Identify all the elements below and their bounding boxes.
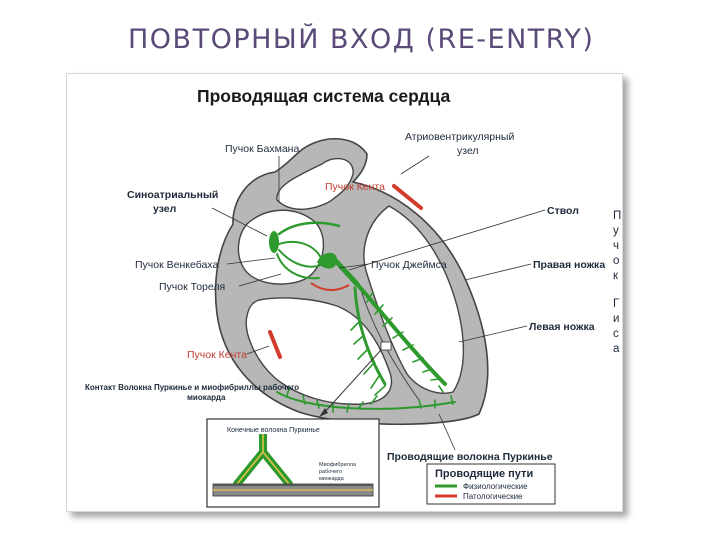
his-letter-0: П	[613, 210, 621, 222]
inset-label-endings: Конечные волокна Пуркинье	[227, 427, 320, 434]
his-letter-4: к	[613, 270, 619, 282]
diagram-title: Проводящая система сердца	[197, 86, 450, 106]
label-purkinje: Проводящие волокна Пуркинье	[387, 451, 553, 463]
his-letter-6: Г	[613, 298, 620, 310]
label-bachmann: Пучок Бахмана	[225, 143, 299, 155]
pathways-legend: Проводящие пути Физиологические Патологи…	[426, 463, 556, 505]
legend-title: Проводящие пути	[435, 468, 533, 480]
conduction-pathways	[269, 221, 456, 413]
heart-conduction-diagram: Проводящая система сердца	[85, 86, 621, 508]
label-left-leg: Левая ножка	[529, 321, 595, 333]
label-contact-2: миокарда	[187, 393, 226, 402]
contact-marker	[380, 341, 392, 351]
left-atrium-cavity	[276, 157, 354, 210]
sa-node	[269, 231, 279, 253]
purkinje-network-lower	[276, 391, 456, 410]
his-bundle-vertical-label: П у ч о к Г и с а	[613, 210, 621, 355]
label-kent-bottom: Пучок Кента	[187, 349, 247, 361]
left-bundle-branch	[355, 282, 447, 386]
label-contact-1: Контакт Волокна Пуркинье и миофибриллы р…	[85, 383, 299, 392]
his-letter-8: с	[613, 328, 619, 340]
label-james: Пучок Джеймса	[371, 259, 447, 271]
inset-note-3: миокарда	[319, 476, 345, 482]
kent-bundle-bottom	[268, 330, 282, 359]
slide-title: ПОВТОРНЫЙ ВХОД (RE-ENTRY)	[128, 24, 595, 55]
his-letter-9: а	[613, 343, 620, 355]
label-wenckebach: Пучок Венкебаха	[135, 259, 218, 271]
james-bundle-red	[310, 282, 350, 291]
left-ventricle-cavity	[363, 205, 465, 394]
right-bundle-branch	[353, 286, 387, 386]
bachmann-bundle	[277, 221, 341, 236]
label-thorel: Пучок Тореля	[159, 281, 225, 293]
his-bundle-stem	[332, 257, 360, 287]
inset-fiber-core	[236, 434, 290, 485]
legend-item-physiological: Физиологические	[463, 482, 528, 491]
his-letter-2: ч	[613, 240, 619, 252]
legend-box	[426, 463, 556, 505]
kent-bundle-top	[392, 184, 423, 210]
diagram-labels: Пучок Бахмана Атриовентрикулярный узел С…	[85, 131, 605, 463]
his-letter-3: о	[613, 255, 619, 267]
label-sa-node-2: узел	[153, 203, 176, 215]
inset-note-2: рабочего	[319, 469, 342, 475]
av-node	[317, 252, 337, 269]
label-stem: Ствол	[547, 205, 579, 217]
label-sa-node-1: Синоатриальный	[127, 189, 218, 201]
internodal-paths	[276, 240, 324, 280]
label-right-leg: Правая ножка	[533, 259, 605, 271]
his-letter-1: у	[613, 225, 619, 237]
right-ventricle-cavity	[245, 297, 393, 405]
legend-item-pathological: Патологические	[463, 492, 523, 501]
label-kent-top: Пучок Кента	[325, 181, 385, 193]
inset-note-1: Миофибрилла	[319, 462, 357, 468]
pathological-pathways	[268, 184, 423, 359]
purkinje-contact-inset: Конечные волокна Пуркинье Миофибрилла ра…	[206, 418, 380, 508]
label-av-node-2: узел	[457, 145, 479, 157]
diagram-panel: Проводящая система сердца	[66, 73, 623, 512]
label-av-node-1: Атриовентрикулярный	[405, 131, 514, 143]
his-letter-7: и	[613, 313, 619, 325]
